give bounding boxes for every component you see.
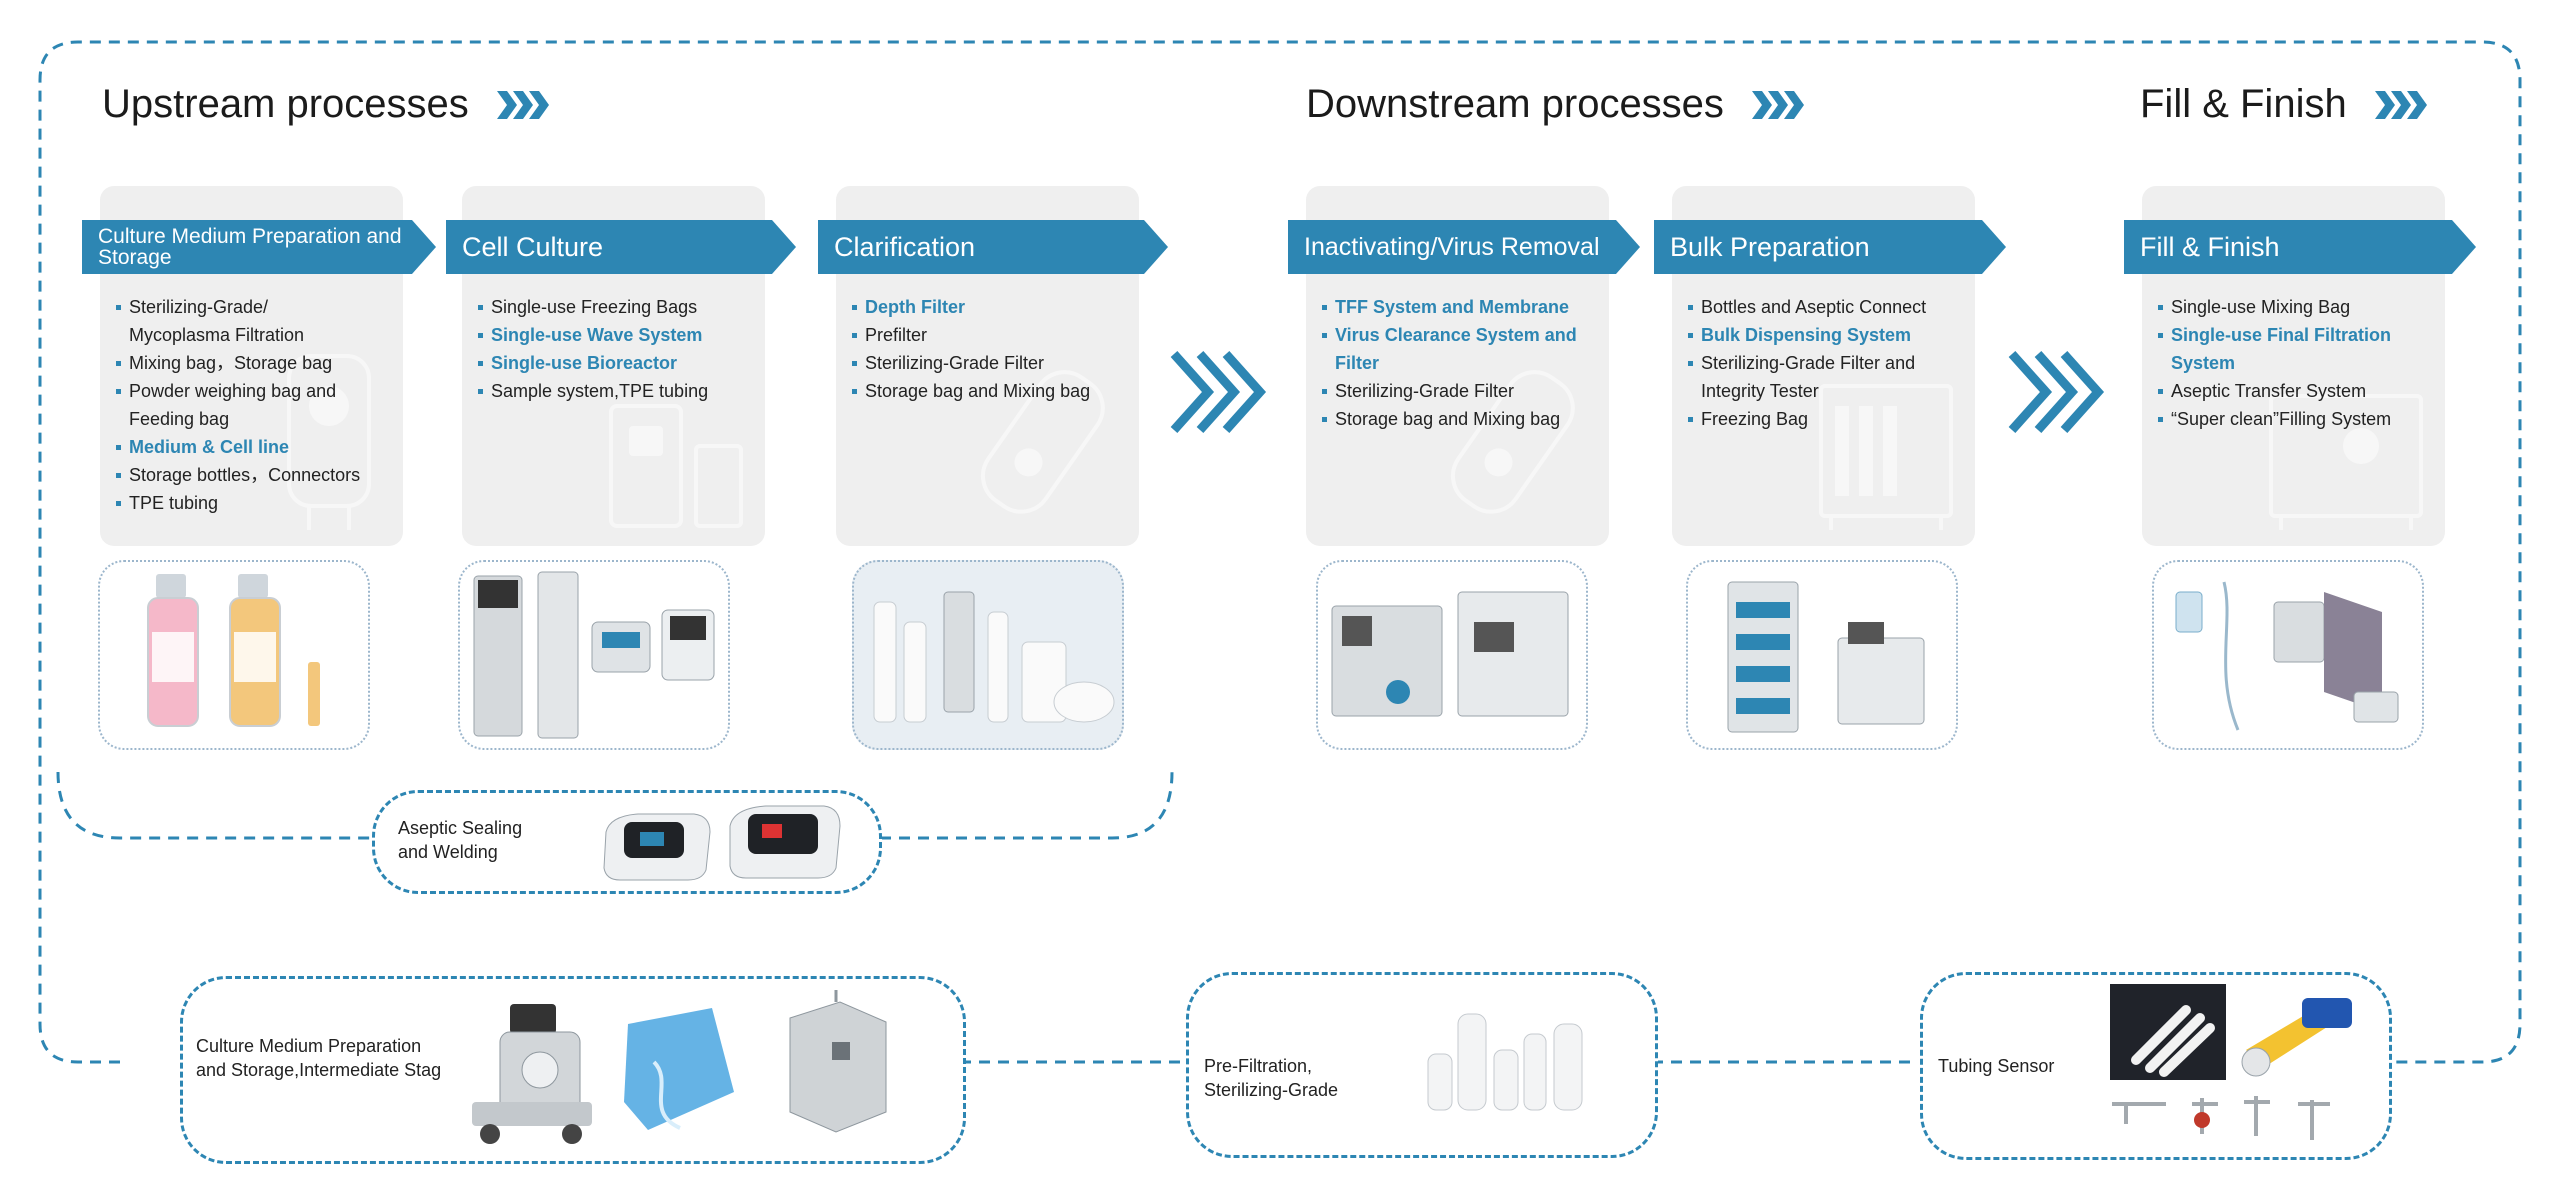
tube-welder-image	[603, 805, 841, 881]
product-photo-bioreactors	[458, 560, 730, 750]
stage-list-item: Sterilizing-Grade Filter	[1322, 377, 1594, 405]
stage-title: Fill & Finish	[2140, 231, 2280, 262]
filter-cartridges-image	[873, 591, 1115, 723]
stage-list-item: Aseptic Transfer System	[2158, 377, 2430, 405]
bioreactor-ghost-icon	[609, 404, 743, 528]
stage-transition-chevron-icon	[2008, 350, 2105, 434]
stage-list-item: Bottles and Aseptic Connect	[1688, 293, 1960, 321]
dispensing-cabinet-ghost-icon	[1819, 384, 1953, 530]
stage-list-item: Single-use Freezing Bags	[478, 293, 748, 321]
product-photo-media-bottles	[98, 560, 370, 750]
filling-station-ghost-icon	[2269, 394, 2423, 530]
support-box-label: Tubing Sensor	[1938, 1056, 2055, 1076]
product-photo-fill-finish	[2152, 560, 2424, 750]
stage-list-item: Single-use Bioreactor	[478, 349, 748, 377]
stage-banner-bulk-preparation: Bulk Preparation	[1654, 220, 2006, 274]
storage-bag-ghost-icon	[287, 354, 371, 530]
section-title-text: Fill & Finish	[2140, 82, 2347, 126]
stage-list-item: Storage bag and Mixing bag	[1322, 405, 1594, 433]
stage-list-item: Sterilizing-Grade Filter and Integrity T…	[1688, 349, 1960, 405]
stage-list-item: Powder weighing bag and Feeding bag	[116, 377, 366, 433]
stage-list-item: “Super clean”Filling System	[2158, 405, 2430, 433]
stage-title: Bulk Preparation	[1670, 231, 1870, 262]
stage-banner-cell-culture: Cell Culture	[446, 220, 796, 274]
stage-list-bulk-preparation: Bottles and Aseptic Connect Bulk Dispens…	[1688, 293, 1960, 433]
stage-title: Clarification	[834, 231, 976, 262]
product-photo-depth-filters	[852, 560, 1124, 750]
stage-list-item: Single-use Final Filtration System	[2158, 321, 2430, 377]
section-title-upstream: Upstream processes	[102, 82, 549, 127]
stage-list-inactivating: TFF System and Membrane Virus Clearance …	[1322, 293, 1594, 433]
stage-list-item: Freezing Bag	[1688, 405, 1960, 433]
stage-banner-inactivating: Inactivating/Virus Removal	[1288, 220, 1640, 274]
section-title-fill-finish: Fill & Finish	[2140, 82, 2427, 127]
filling-system-image	[2175, 581, 2399, 731]
product-photo-tff-systems	[1316, 560, 1588, 750]
tff-system-image	[1331, 591, 1569, 717]
stage-list-clarification: Depth Filter Prefilter Sterilizing-Grade…	[852, 293, 1122, 405]
stage-list-item: TPE tubing	[116, 489, 366, 517]
dispensing-system-image	[1727, 581, 1925, 733]
pre-filter-capsules-image	[1427, 1013, 1583, 1111]
stage-list-item: Medium & Cell line	[116, 433, 366, 461]
stage-banner-culture-medium: Culture Medium Preparation and Storage	[82, 220, 436, 274]
section-title-downstream: Downstream processes	[1306, 82, 1804, 127]
product-photo-dispensing	[1686, 560, 1958, 750]
triple-chevron-icon	[2374, 90, 2427, 119]
stage-list-cell-culture: Single-use Freezing Bags Single-use Wave…	[478, 293, 748, 405]
section-title-text: Downstream processes	[1306, 82, 1724, 126]
stage-list-item: Mixing bag，Storage bag	[116, 349, 366, 377]
stage-list-item: Prefilter	[852, 321, 1122, 349]
stage-transition-chevron-icon	[1170, 350, 1267, 434]
stage-list-item: Sterilizing-Grade Filter	[852, 349, 1122, 377]
stage-list-item: TFF System and Membrane	[1322, 293, 1594, 321]
stage-list-culture-medium: Sterilizing-Grade/ Mycoplasma Filtration…	[116, 293, 366, 517]
stage-list-item: Virus Clearance System and Filter	[1322, 321, 1594, 377]
triple-chevron-icon	[1751, 90, 1804, 119]
stage-banner-clarification: Clarification	[818, 220, 1168, 274]
stage-banner-fill-finish: Fill & Finish	[2124, 220, 2476, 274]
tubing-sensor-products-image	[2110, 984, 2352, 1140]
bioreactor-equipment-image	[473, 571, 715, 739]
support-box-label: Pre-Filtration, Sterilizing-Grade	[1204, 1056, 1339, 1100]
triple-chevron-icon	[496, 90, 549, 119]
stage-list-item: Sample system,TPE tubing	[478, 377, 748, 405]
stage-list-item: Depth Filter	[852, 293, 1122, 321]
storage-equipment-image	[472, 990, 887, 1144]
filter-capsule-ghost-icon	[980, 370, 1105, 514]
stage-list-item: Bulk Dispensing System	[1688, 321, 1960, 349]
stage-title: Culture Medium Preparation and Storage	[98, 225, 402, 269]
stage-list-item: Single-use Wave System	[478, 321, 748, 349]
aseptic-sealing-label: Aseptic Sealing and Welding	[398, 818, 523, 862]
stage-list-item: Storage bottles，Connectors	[116, 461, 366, 489]
stage-list-item: Single-use Mixing Bag	[2158, 293, 2430, 321]
stage-list-item: Storage bag and Mixing bag	[852, 377, 1122, 405]
section-title-text: Upstream processes	[102, 82, 469, 126]
support-box-label: Culture Medium Preparation and Storage,I…	[196, 1036, 442, 1080]
filter-capsule-ghost-icon	[1450, 370, 1575, 514]
stage-title: Cell Culture	[462, 231, 604, 262]
stage-list-item: Sterilizing-Grade/ Mycoplasma Filtration	[116, 293, 366, 349]
stage-title: Inactivating/Virus Removal	[1304, 232, 1600, 261]
media-bottles-image	[147, 574, 320, 727]
stage-list-fill-finish: Single-use Mixing Bag Single-use Final F…	[2158, 293, 2430, 433]
